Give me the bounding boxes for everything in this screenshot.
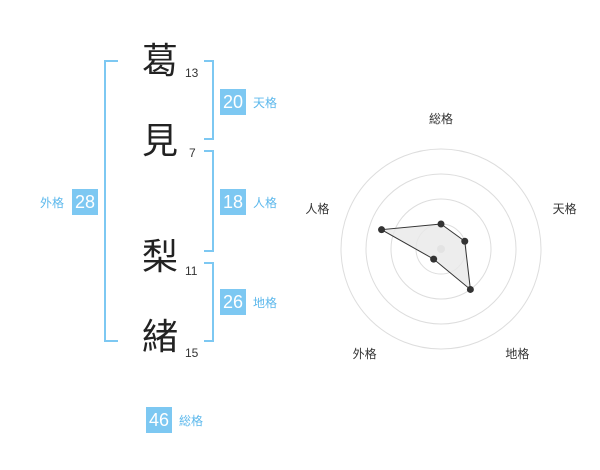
- radar-point-2: [461, 237, 469, 245]
- radar-point-5: [378, 226, 386, 234]
- soukaku-label: 総格: [179, 414, 204, 428]
- radar-axis-label-4: 外格: [353, 346, 377, 361]
- name-char-2: 見: [142, 121, 179, 162]
- tenkaku-value: 20: [220, 89, 246, 115]
- gaikaku-label: 外格: [40, 196, 65, 210]
- radar-ring: [390, 198, 492, 300]
- stroke-count-1: 13: [185, 66, 199, 80]
- tenkaku-bracket: [204, 60, 214, 140]
- radar-axis-label-3: 地格: [505, 346, 529, 361]
- stroke-count-2: 7: [189, 146, 196, 160]
- jinkaku-label: 人格: [253, 196, 278, 210]
- soukaku-value: 46: [146, 407, 172, 433]
- radar-axis-label-1: 総格: [429, 111, 453, 126]
- radar-axis-label-5: 人格: [305, 201, 329, 216]
- radar-point-3: [466, 285, 474, 293]
- name-char-1: 葛: [142, 41, 179, 82]
- jinkaku-bracket: [204, 150, 214, 252]
- stroke-count-4: 15: [185, 346, 199, 360]
- name-char-4: 緒: [142, 317, 179, 358]
- chikaku-value: 26: [220, 289, 246, 315]
- radar-ring: [365, 173, 517, 325]
- radar-points: [378, 220, 474, 293]
- gaikaku-value: 28: [72, 189, 98, 215]
- gaikaku-bracket: [104, 60, 118, 342]
- chikaku-bracket: [204, 262, 214, 342]
- radar-point-1: [437, 220, 445, 228]
- name-char-3: 梨: [142, 237, 179, 278]
- jinkaku-value: 18: [220, 189, 246, 215]
- chikaku-label: 地格: [253, 296, 278, 310]
- radar-axis-label-2: 天格: [553, 201, 577, 216]
- radar-ring: [415, 223, 467, 275]
- radar-polygon: [379, 223, 472, 291]
- tenkaku-label: 天格: [253, 96, 278, 110]
- radar-rings: [340, 148, 542, 350]
- stroke-count-3: 11: [185, 264, 198, 278]
- radar-point-4: [430, 255, 438, 263]
- radar-ring: [340, 148, 542, 350]
- radar-center-dot: [437, 245, 445, 253]
